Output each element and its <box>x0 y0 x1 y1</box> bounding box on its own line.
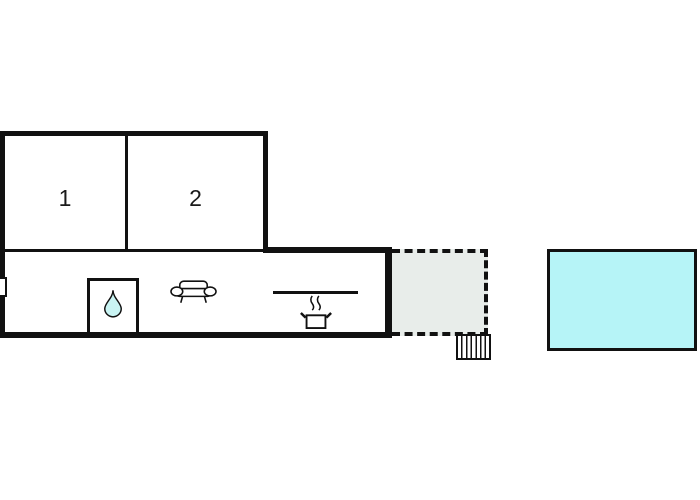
bathroom-right-wall <box>136 278 139 332</box>
bedrooms-top-wall <box>0 131 268 136</box>
cooking-pot-icon <box>300 295 332 329</box>
left-wall <box>0 131 5 338</box>
sofa-icon <box>170 280 217 303</box>
bottom-wall <box>0 332 392 338</box>
terrace-area <box>392 249 488 336</box>
bedroom-1-label: 1 <box>58 185 72 211</box>
right-wall <box>385 247 392 338</box>
bedrooms-right-wall <box>263 131 268 252</box>
kitchen-counter <box>273 291 358 294</box>
kitchen-top-wall <box>263 247 392 253</box>
bedrooms-living-wall <box>0 249 268 252</box>
water-drop-icon <box>104 290 122 318</box>
stairs-icon <box>456 334 491 360</box>
bathroom-top-wall <box>87 278 139 281</box>
bedroom-2-label: 2 <box>189 185 202 211</box>
bedroom-divider-wall <box>125 136 128 252</box>
swimming-pool <box>547 249 697 351</box>
window-marker <box>0 277 7 297</box>
bathroom-left-wall <box>87 278 90 332</box>
